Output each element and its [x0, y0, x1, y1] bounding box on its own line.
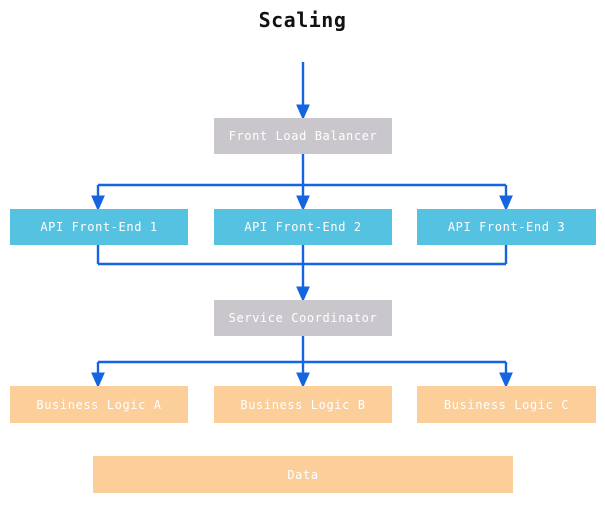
node-api-front-end-3[interactable]: API Front-End 3 [417, 209, 596, 245]
node-service-coordinator[interactable]: Service Coordinator [214, 300, 392, 336]
node-api-front-end-1[interactable]: API Front-End 1 [10, 209, 188, 245]
diagram-title: Scaling [258, 8, 347, 32]
node-front-load-balancer[interactable]: Front Load Balancer [214, 118, 392, 154]
node-business-logic-c[interactable]: Business Logic C [417, 386, 596, 423]
node-business-logic-a[interactable]: Business Logic A [10, 386, 188, 423]
bus-api-to-service-coordinator [96, 245, 508, 266]
node-business-logic-b[interactable]: Business Logic B [214, 386, 392, 423]
bus-lb-to-api [98, 154, 506, 187]
bus-service-coordinator-to-business-logic [98, 336, 506, 364]
node-data[interactable]: Data [93, 456, 513, 493]
node-api-front-end-2[interactable]: API Front-End 2 [214, 209, 392, 245]
